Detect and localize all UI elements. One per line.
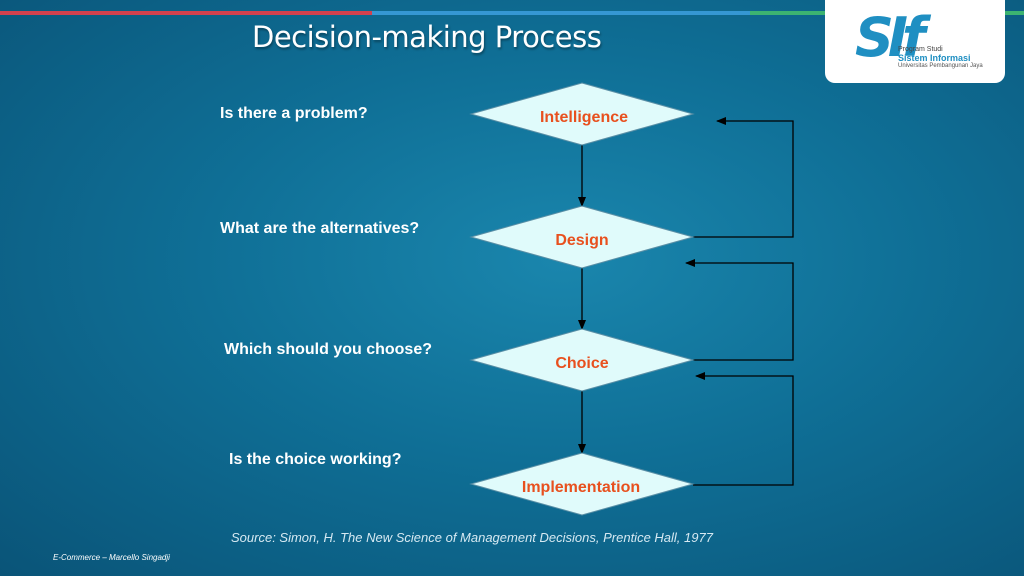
loop-implementation-to-choice (693, 372, 794, 486)
node-intelligence (469, 82, 695, 146)
loop-design-to-intelligence (693, 117, 794, 238)
question-working: Is the choice working? (229, 451, 402, 468)
source-citation: Source: Simon, H. The New Science of Man… (231, 530, 713, 545)
node-design (469, 205, 695, 269)
logo-mark: SIf (855, 6, 926, 69)
question-choose: Which should you choose? (224, 341, 432, 358)
footer-author: E-Commerce – Marcello Singadji (53, 553, 170, 562)
node-implementation (469, 452, 695, 516)
node-label-implementation: Implementation (522, 479, 640, 496)
logo-program-name: Sistem Informasi (898, 53, 971, 63)
slide-title: Decision-making Process (252, 20, 602, 54)
logo-program-label: Program Studi (898, 46, 943, 53)
node-choice (469, 328, 695, 392)
top-bar-blue (372, 11, 750, 15)
top-bar-red (0, 11, 372, 15)
node-label-choice: Choice (555, 355, 608, 372)
logo-university: Universitas Pembangunan Jaya (898, 63, 983, 69)
question-problem: Is there a problem? (220, 105, 368, 122)
logo: SIf Program Studi Sistem Informasi Unive… (825, 0, 1005, 83)
node-label-design: Design (555, 232, 608, 249)
question-alternatives: What are the alternatives? (220, 220, 420, 237)
loop-choice-to-design (685, 259, 794, 361)
node-label-intelligence: Intelligence (540, 109, 628, 126)
